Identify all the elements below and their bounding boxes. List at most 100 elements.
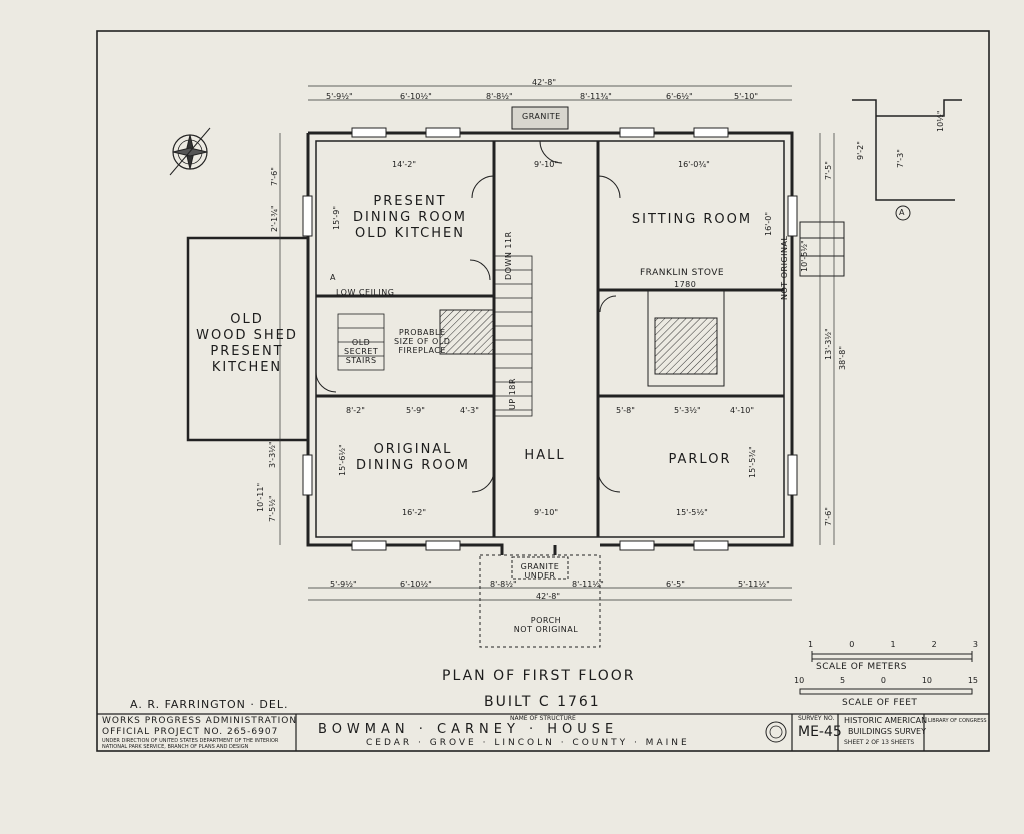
section-height: 10½": [936, 110, 945, 132]
room-dim: 16'-2": [402, 508, 427, 517]
section-detail-mark: A: [899, 208, 905, 217]
room-dim: 15'-6½": [338, 444, 347, 476]
feet-label: SCALE OF FEET: [842, 698, 918, 708]
secret-stairs-line: STAIRS: [345, 356, 377, 365]
wood-shed: [186, 236, 308, 442]
library-label: LIBRARY OF CONGRESS: [928, 718, 987, 724]
bottom-dim: 6'-10½": [400, 580, 432, 589]
left-dim: 3'-3½": [268, 441, 277, 468]
right-dim: 7'-6": [824, 507, 833, 526]
section-mark: A: [330, 273, 336, 282]
room-label-line: KITCHEN: [211, 360, 283, 375]
granite-under-line: UNDER: [524, 571, 556, 580]
low-ceiling-label: LOW CEILING: [336, 288, 395, 297]
built-date: BUILT C 1761: [484, 694, 601, 710]
secret-stairs-line: SECRET: [344, 347, 379, 356]
bottom-dim: 8'-11½": [572, 580, 604, 589]
secret-stairs-label: OLD SECRET STAIRS: [344, 338, 378, 365]
granite-top-step: [511, 106, 569, 130]
room-dim: 16'-0¾": [678, 160, 710, 169]
left-dim: 7'-6": [270, 167, 279, 186]
scale-tick: 3: [972, 640, 978, 649]
survey-caption: SURVEY NO.: [798, 715, 835, 722]
structure-location: CEDAR · GROVE · LINCOLN · COUNTY · MAINE: [366, 738, 690, 748]
porch-label: PORCH NOT ORIGINAL: [496, 616, 596, 634]
bottom-dim: 8'-8½": [490, 580, 517, 589]
structure-name: BOWMAN · CARNEY · HOUSE: [318, 722, 619, 737]
granite-under-line: GRANITE: [520, 562, 560, 571]
habs-line-1: HISTORIC AMERICAN: [844, 716, 928, 725]
windows: [302, 127, 798, 551]
fireplace-line: PROBABLE: [398, 328, 446, 337]
section-detail: [852, 99, 962, 221]
room-dim: 4'-10": [730, 406, 755, 415]
bottom-dim: 6'-5": [666, 580, 685, 589]
meters-ticks: 1 0 1 2 3: [808, 640, 978, 649]
bottom-dim: 5'-9½": [330, 580, 357, 589]
side-steps: [799, 221, 845, 277]
wpa-line-2: OFFICIAL PROJECT NO. 265-6907: [102, 727, 279, 737]
room-label-line: DINING ROOM: [355, 458, 471, 473]
left-dim: 10'-11": [256, 482, 265, 512]
scale-bars: [799, 651, 973, 695]
room-label-line: ORIGINAL: [373, 442, 453, 457]
plan-title: PLAN OF FIRST FLOOR: [442, 668, 636, 684]
scale-tick: 5: [840, 676, 846, 685]
not-original-label: NOT ORIGINAL: [780, 235, 789, 300]
overall-width-bottom: 42'-8": [536, 592, 561, 601]
franklin-year-label: 1780: [674, 280, 697, 289]
room-original-dining: ORIGINAL DINING ROOM: [338, 442, 488, 474]
fireplace-line: FIREPLACE: [398, 346, 446, 355]
room-dim: 5'-3½": [674, 406, 701, 415]
room-label-line: OLD: [230, 312, 264, 327]
granite-top-label: GRANITE: [522, 112, 561, 121]
franklin-stove-label: FRANKLIN STOVE: [640, 268, 725, 278]
top-dim: 5'-9½": [326, 92, 353, 101]
meters-label: SCALE OF METERS: [816, 662, 907, 672]
left-dim: 2'-1¾": [270, 205, 279, 232]
section-height: 9'-2": [856, 141, 865, 160]
room-parlor: PARLOR: [668, 452, 732, 467]
right-total: 38'-8": [838, 345, 847, 370]
stair-up-label: UP 18R: [508, 378, 517, 410]
room-dim: 9'-10": [534, 160, 559, 169]
wpa-line-1: WORKS PROGRESS ADMINISTRATION: [102, 716, 298, 726]
porch-line: NOT ORIGINAL: [513, 625, 579, 634]
scale-tick: 10: [921, 676, 932, 685]
room-dim: 14'-2": [392, 160, 417, 169]
fireplace-line: SIZE OF OLD: [394, 337, 451, 346]
room-dim: 9'-10": [534, 508, 559, 517]
fireplace-label: PROBABLE SIZE OF OLD FIREPLACE: [394, 328, 450, 355]
top-dim: 6'-6½": [666, 92, 693, 101]
right-dim: 7'-5": [824, 161, 833, 180]
chimney-mass: [647, 289, 725, 387]
bottom-dim: 5'-11½": [738, 580, 770, 589]
franklin-stove-chimney: [654, 317, 718, 375]
section-height: 7'-3": [896, 149, 905, 168]
top-dim: 6'-10½": [400, 92, 432, 101]
structure-caption: NAME OF STRUCTURE: [510, 715, 576, 722]
right-dim: 13'-3½": [824, 328, 833, 360]
dimension-lines: [279, 85, 835, 601]
room-dim: 15'-5½": [676, 508, 708, 517]
scale-tick: 2: [931, 640, 937, 649]
room-label-line: WOOD SHED: [196, 328, 298, 343]
room-hall: HALL: [524, 448, 566, 463]
room-label-line: PRESENT: [210, 344, 284, 359]
scale-tick: 0: [880, 676, 886, 685]
survey-number: ME-45: [798, 724, 842, 740]
room-sitting: SITTING ROOM: [631, 212, 753, 227]
room-dim: 15'-9": [332, 205, 341, 230]
feet-ticks: 10 5 0 10 15: [794, 676, 978, 685]
wpa-line-3: UNDER DIRECTION OF UNITED STATES DEPARTM…: [102, 738, 279, 744]
room-wood-shed: OLD WOOD SHED PRESENT KITCHEN: [192, 312, 302, 376]
granite-under-label: GRANITE UNDER: [516, 562, 564, 580]
room-present-dining: PRESENT DINING ROOM OLD KITCHEN: [340, 194, 480, 242]
room-label-line: DINING ROOM: [352, 210, 468, 225]
sheet-number: SHEET 2 OF 13 SHEETS: [844, 739, 915, 746]
scale-tick: 15: [967, 676, 978, 685]
room-dim: 5'-9": [406, 406, 425, 415]
porch-line: PORCH: [530, 616, 562, 625]
scale-tick: 1: [808, 640, 814, 649]
scale-tick: 1: [890, 640, 896, 649]
